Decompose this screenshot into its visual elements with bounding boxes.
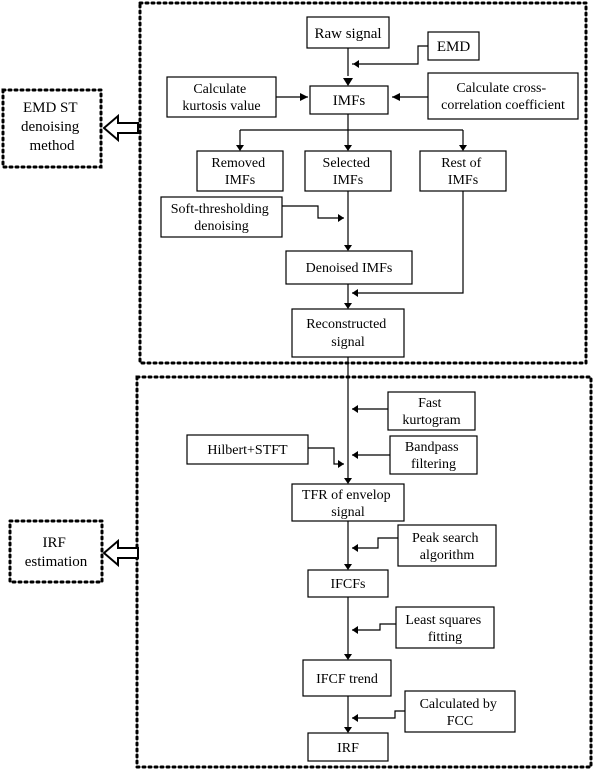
least-squares-label: Least squares fitting	[405, 613, 484, 645]
emd-st-group-outline	[138, 1, 588, 365]
irf-box: IRF	[307, 732, 389, 762]
bandpass-filtering-label: Bandpass filtering	[405, 440, 462, 472]
removed-imfs-box: Removed IMFs	[196, 150, 284, 192]
denoised-imfs-box: Denoised IMFs	[285, 250, 413, 285]
calculated-by-fcc-box: Calculated by FCC	[404, 690, 516, 733]
ifcfs-label: IFCFs	[330, 577, 365, 592]
soft-thresholding-box: Soft-thresholding denoising	[160, 196, 283, 238]
fast-kurtogram-label: Fast kurtogram	[402, 396, 460, 428]
imfs-box: IMFs	[309, 85, 389, 115]
least-squares-box: Least squares fitting	[395, 606, 495, 649]
arrowheads	[236, 60, 467, 733]
irf-estimation-pointer-arrow	[102, 538, 139, 568]
irf-estimation-label: IRF estimation	[25, 535, 88, 570]
selected-imfs-label: Selected IMFs	[323, 156, 374, 188]
denoised-imfs-label: Denoised IMFs	[306, 261, 393, 276]
tfr-envelop-signal-label: TFR of envelop signal	[302, 488, 394, 520]
fast-kurtogram-box: Fast kurtogram	[387, 391, 476, 431]
imfs-label: IMFs	[333, 93, 366, 109]
calculate-cross-correlation-label: Calculate cross- correlation coefficient	[441, 81, 565, 113]
raw-signal-box: Raw signal	[306, 16, 390, 49]
calculate-kurtosis-label: Calculate kurtosis value	[182, 82, 260, 114]
rest-of-imfs-box: Rest of IMFs	[419, 150, 507, 192]
ifcf-trend-box: IFCF trend	[302, 659, 392, 697]
emd-label: EMD	[437, 39, 471, 55]
ifcfs-box: IFCFs	[307, 569, 389, 598]
emd-st-method-label: EMD ST denoising method	[21, 100, 83, 154]
rest-of-imfs-label: Rest of IMFs	[441, 156, 485, 188]
calculated-by-fcc-label: Calculated by FCC	[420, 697, 501, 729]
calculate-cross-correlation-box: Calculate cross- correlation coefficient	[427, 72, 579, 120]
hilbert-stft-box: Hilbert+STFT	[186, 434, 309, 465]
irf-estimation-group-outline	[135, 375, 593, 769]
emd-st-pointer-arrow	[102, 113, 139, 143]
reconstructed-signal-label: Reconstructed signal	[306, 317, 390, 350]
connectors	[239, 45, 464, 727]
removed-imfs-label: Removed IMFs	[211, 156, 268, 188]
emd-st-method-outline	[1, 88, 103, 169]
hilbert-stft-label: Hilbert+STFT	[207, 443, 288, 458]
bandpass-filtering-box: Bandpass filtering	[389, 435, 478, 475]
peak-search-label: Peak search algorithm	[412, 531, 482, 563]
calculate-kurtosis-box: Calculate kurtosis value	[166, 76, 277, 118]
tfr-envelop-signal-box: TFR of envelop signal	[291, 483, 405, 522]
raw-signal-label: Raw signal	[314, 26, 381, 42]
irf-estimation-outline	[8, 519, 104, 584]
selected-imfs-box: Selected IMFs	[304, 150, 392, 192]
ifcf-trend-label: IFCF trend	[316, 672, 378, 687]
peak-search-box: Peak search algorithm	[397, 524, 497, 567]
soft-thresholding-label: Soft-thresholding denoising	[171, 202, 273, 234]
irf-label: IRF	[337, 741, 359, 756]
emd-box: EMD	[427, 31, 480, 61]
reconstructed-signal-box: Reconstructed signal	[291, 308, 405, 358]
